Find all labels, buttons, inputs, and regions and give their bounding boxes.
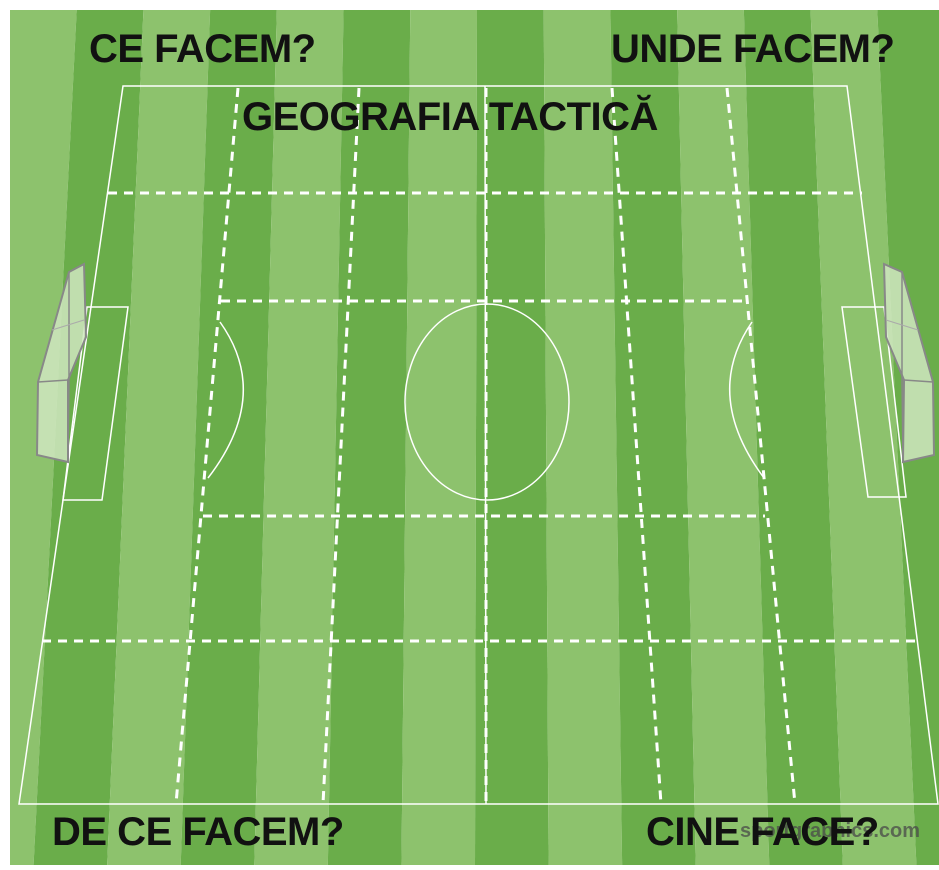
- pitch-stripe: [543, 10, 623, 865]
- pitch-stripe: [180, 10, 277, 865]
- diagram-title: GEOGRAFIA TACTICĂ: [242, 95, 658, 139]
- pitch-stripe: [327, 10, 411, 865]
- grid-column-line: [321, 87, 361, 805]
- pitch-stripe: [743, 10, 843, 865]
- right-goal: [882, 262, 936, 464]
- pitch-stripe: [610, 10, 696, 865]
- question-why: DE CE FACEM?: [52, 810, 344, 854]
- question-who: CINE FACE?: [646, 810, 879, 854]
- pitch-stripe: [401, 10, 477, 865]
- left-penalty-arc: [207, 321, 245, 479]
- question-what: CE FACEM?: [89, 27, 316, 71]
- grid-column-line: [725, 87, 797, 805]
- grid-column-line: [174, 87, 240, 805]
- grid-column-line: [610, 87, 663, 805]
- right-penalty-arc: [728, 321, 765, 479]
- pitch-stripe: [107, 10, 211, 865]
- left-penalty-area: [62, 306, 129, 501]
- pitch-stripe: [254, 10, 344, 865]
- question-where: UNDE FACEM?: [611, 27, 895, 71]
- left-goal: [35, 262, 88, 464]
- watermark-text: sportgraphics.com: [740, 820, 921, 842]
- pitch-stripe: [33, 10, 144, 865]
- tactical-grid: [42, 87, 922, 805]
- right-penalty-area: [841, 306, 907, 498]
- pitch-stripe: [810, 10, 917, 865]
- pitch-stripe: [677, 10, 770, 865]
- pitch-stripe: [475, 10, 549, 865]
- pitch-stripes: [10, 10, 939, 865]
- pitch-boundary: [18, 85, 939, 805]
